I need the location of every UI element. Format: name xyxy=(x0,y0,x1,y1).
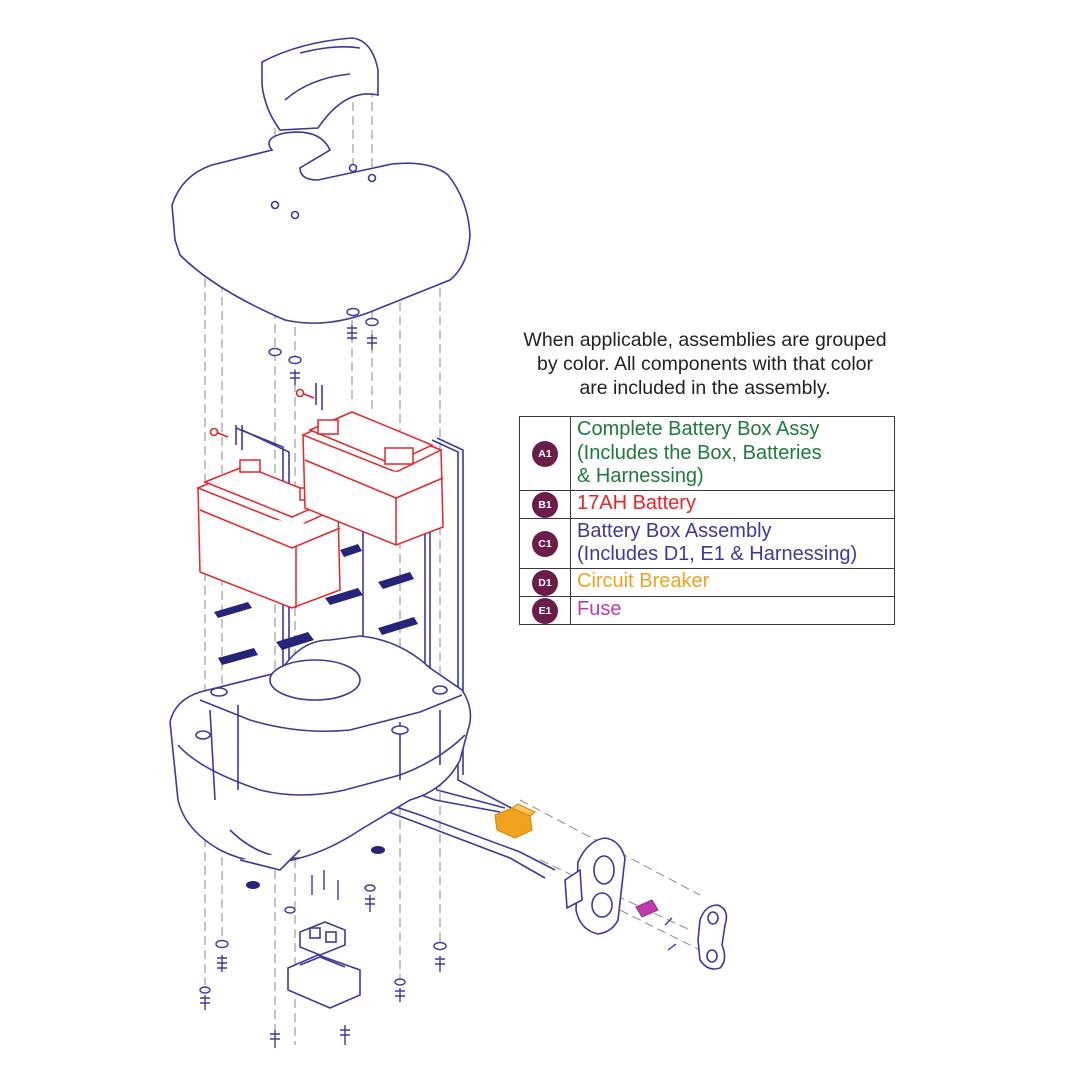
legend-row-a1: A1 Complete Battery Box Assy (Includes t… xyxy=(519,416,895,491)
badge-d1: D1 xyxy=(532,569,558,596)
handle-cap xyxy=(261,37,379,131)
circuit-breaker xyxy=(494,803,537,839)
lid-fasteners xyxy=(268,307,379,385)
legend-row-b1: B1 17AH Battery xyxy=(519,489,895,519)
legend-label: 17AH Battery xyxy=(577,492,696,515)
legend-label: (Includes D1, E1 & Harnessing) xyxy=(577,543,858,565)
legend-row-d1: D1 Circuit Breaker xyxy=(519,567,895,597)
legend-label: (Includes the Box, Batteries xyxy=(577,441,822,464)
battery-box-base xyxy=(169,635,472,871)
badge-b1: B1 xyxy=(532,491,558,518)
note-line: by color. All components with that color xyxy=(536,353,873,375)
end-cap-lever xyxy=(697,904,728,970)
legend-label: Fuse xyxy=(577,598,622,621)
fuse xyxy=(635,899,659,918)
badge-e1: E1 xyxy=(532,597,558,624)
bottom-feet xyxy=(246,846,385,889)
legend-label: Complete Battery Box Assy xyxy=(577,418,820,440)
charger-port-panel xyxy=(564,837,626,935)
legend-label: & Harnessing) xyxy=(577,465,704,487)
badge-a1: A1 xyxy=(532,440,558,467)
legend-label: Battery Box Assembly xyxy=(577,519,772,542)
bottom-fasteners xyxy=(199,870,677,1048)
assembly-color-note: When applicable, assemblies are grouped … xyxy=(490,328,920,400)
battery-front xyxy=(196,459,341,609)
note-line: are included in the assembly. xyxy=(579,377,831,399)
note-line: When applicable, assemblies are grouped xyxy=(523,329,887,351)
assembly-legend-table: A1 Complete Battery Box Assy (Includes t… xyxy=(519,416,895,625)
battery-rear xyxy=(301,411,444,546)
legend-row-e1: E1 Fuse xyxy=(519,595,895,625)
legend-label: Circuit Breaker xyxy=(577,570,710,593)
legend-row-c1: C1 Battery Box Assembly (Includes D1, E1… xyxy=(519,517,895,569)
badge-c1: C1 xyxy=(532,530,558,557)
bottom-connector-blocks xyxy=(287,921,361,1009)
battery-box-lid xyxy=(171,131,471,324)
